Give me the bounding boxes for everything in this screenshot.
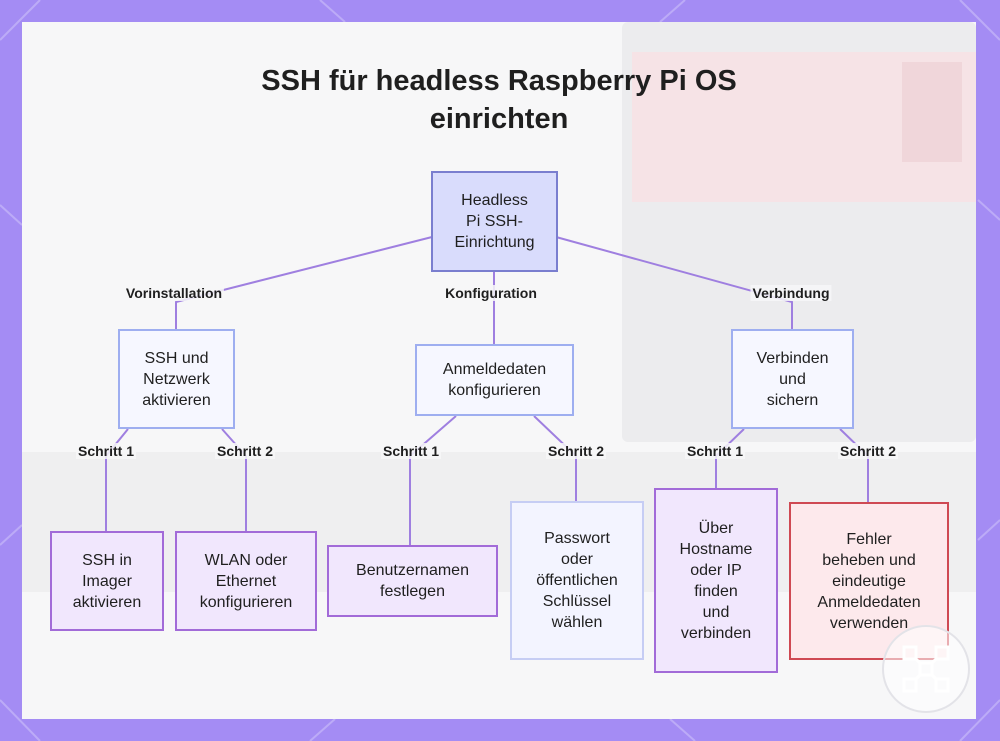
title-line-1: SSH für headless Raspberry Pi OS	[261, 65, 737, 97]
edge-label-b1-step2: Schritt 2	[214, 443, 276, 459]
root-node: Headless Pi SSH- Einrichtung	[431, 171, 558, 272]
edge-label-verbindung: Verbindung	[750, 285, 832, 301]
edge-label-konfiguration: Konfiguration	[443, 285, 539, 301]
edge-label-b3-step1: Schritt 1	[684, 443, 746, 459]
branch-node-konfiguration: Anmeldedaten konfigurieren	[415, 344, 574, 416]
edge-label-b1-step1: Schritt 1	[75, 443, 137, 459]
leaf-passwort-schluessel: Passwort oder öffentlichen Schlüssel wäh…	[510, 501, 644, 660]
network-nodes-icon	[902, 645, 950, 693]
leaf-wlan-ethernet: WLAN oder Ethernet konfigurieren	[175, 531, 317, 631]
diagram-title: SSH für headless Raspberry Pi OS einrich…	[22, 62, 976, 138]
leaf-ssh-imager: SSH in Imager aktivieren	[50, 531, 164, 631]
edge-label-b2-step1: Schritt 1	[380, 443, 442, 459]
edge-label-b2-step2: Schritt 2	[545, 443, 607, 459]
leaf-benutzernamen: Benutzernamen festlegen	[327, 545, 498, 617]
branch-node-vorinstallation: SSH und Netzwerk aktivieren	[118, 329, 235, 429]
title-line-2: einrichten	[429, 103, 569, 135]
watermark-logo	[882, 625, 970, 713]
edge-label-vorinstallation: Vorinstallation	[123, 285, 225, 301]
leaf-fehler-beheben: Fehler beheben und eindeutige Anmeldedat…	[789, 502, 949, 660]
leaf-hostname-ip: Über Hostname oder IP finden und verbind…	[654, 488, 778, 673]
background-accent-shape	[902, 62, 962, 162]
branch-node-verbindung: Verbinden und sichern	[731, 329, 854, 429]
edge-label-b3-step2: Schritt 2	[837, 443, 899, 459]
